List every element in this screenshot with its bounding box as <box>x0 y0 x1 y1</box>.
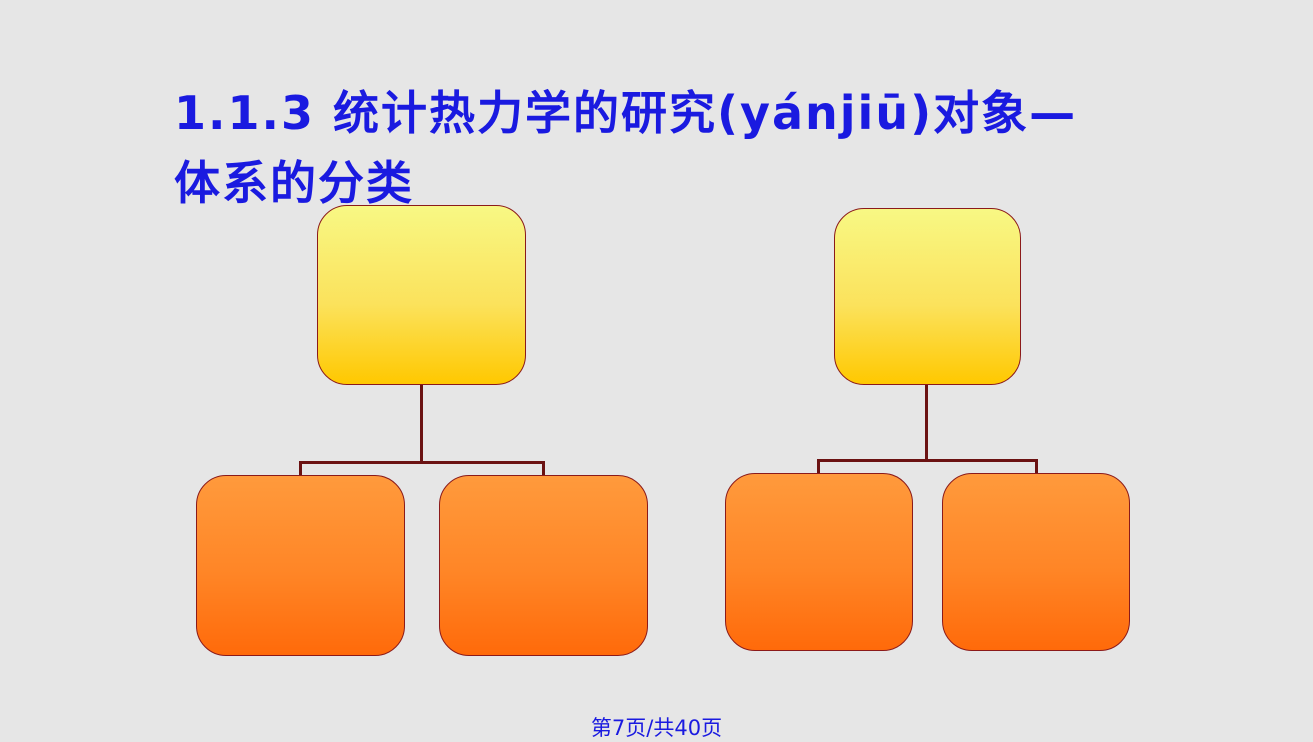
slide-title-line-1: 1.1.3 统计热力学的研究(yánjiū)对象— <box>174 86 1078 140</box>
right-child-box-2 <box>942 473 1130 651</box>
right-branch-connector-2 <box>1035 459 1038 474</box>
right-vertical-connector <box>925 385 928 461</box>
right-horizontal-connector <box>817 459 1038 462</box>
right-branch-connector-1 <box>817 459 820 474</box>
left-branch-connector-1 <box>299 461 302 476</box>
left-parent-box <box>317 205 526 385</box>
left-child-box-2 <box>439 475 648 656</box>
page-number-footer: 第7页/共40页 <box>590 716 723 740</box>
left-child-box-1 <box>196 475 405 656</box>
slide-title-line-2: 体系的分类 <box>174 156 414 210</box>
left-horizontal-connector <box>299 461 545 464</box>
left-vertical-connector <box>420 385 423 463</box>
right-parent-box <box>834 208 1021 385</box>
left-branch-connector-2 <box>542 461 545 476</box>
right-child-box-1 <box>725 473 913 651</box>
slide-title: 1.1.3 统计热力学的研究(yánjiū)对象— 体系的分类 <box>174 78 1174 218</box>
